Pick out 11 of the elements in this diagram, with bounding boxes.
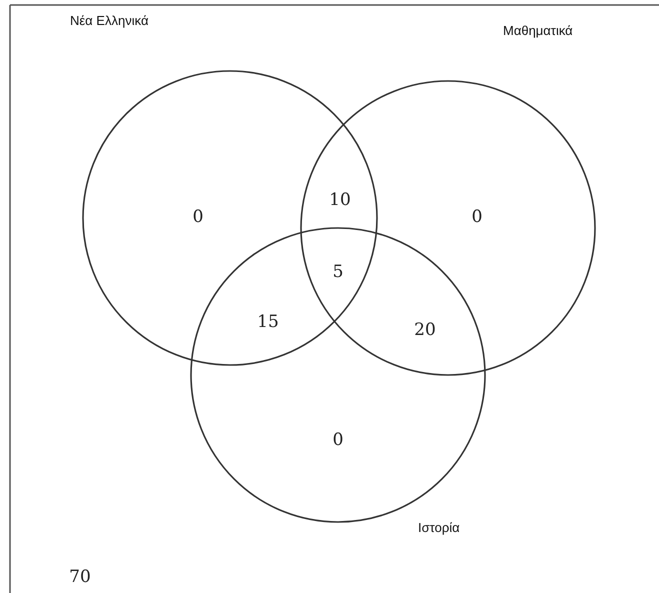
set-title: Νέα Ελληνικά (70, 13, 148, 28)
region-count: 10 (329, 190, 351, 210)
region-count: 20 (414, 320, 436, 340)
region-count: 70 (69, 567, 91, 587)
region-count: 0 (332, 430, 344, 450)
region-count: 15 (257, 312, 279, 332)
region-count: 0 (192, 207, 204, 227)
region-count: 0 (472, 207, 482, 227)
region-count: 5 (332, 262, 344, 282)
set-title: Ιστορία (418, 520, 460, 535)
set-title: Μαθηματικά (503, 23, 573, 38)
